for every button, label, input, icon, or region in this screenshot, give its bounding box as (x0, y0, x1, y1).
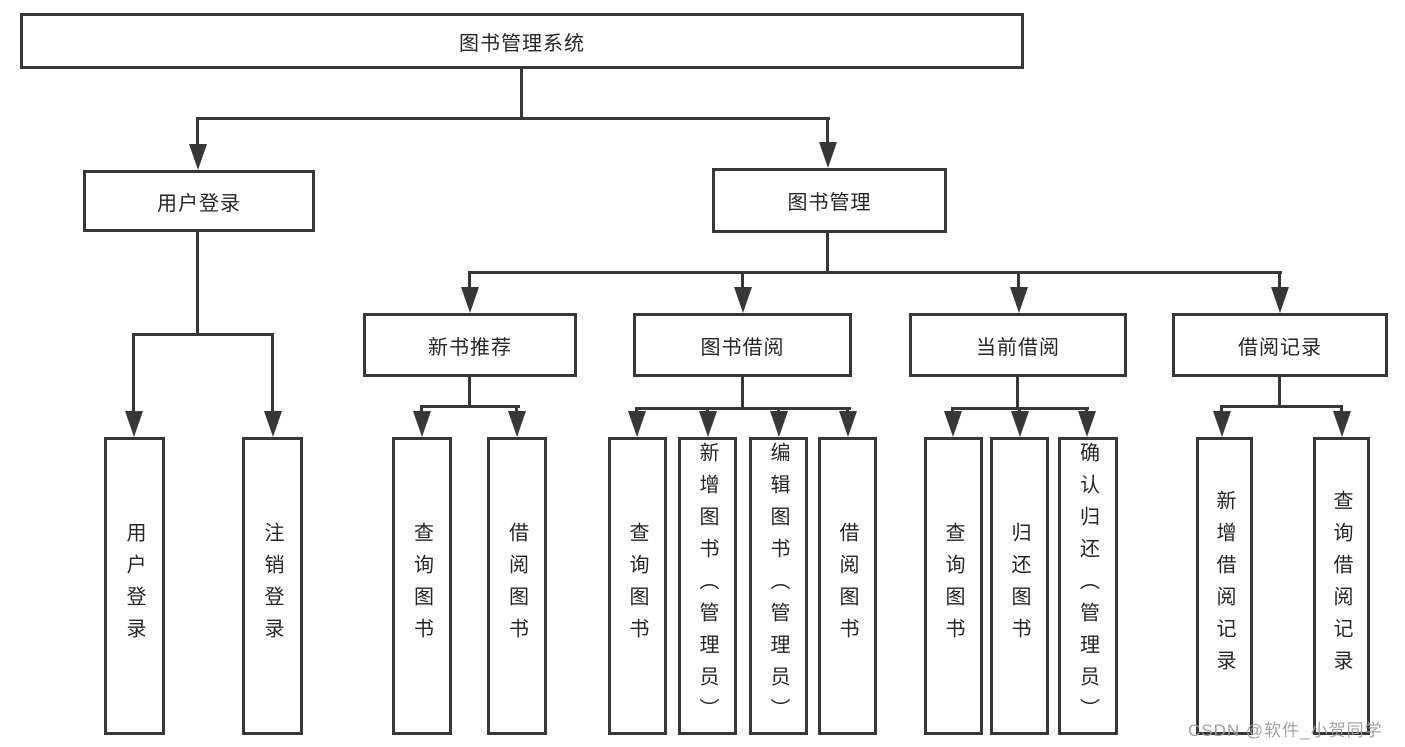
connector-to-borrow-records (1278, 271, 1281, 289)
arrowhead-down-icon (461, 287, 479, 313)
connector-to-leaf (777, 407, 780, 413)
connector-to-book-borrow (741, 271, 744, 289)
arrowhead-down-icon (1333, 411, 1351, 437)
arrowhead-down-icon (508, 411, 526, 437)
connector-to-leaf (706, 407, 709, 413)
connector-book-borrow-stem (741, 377, 744, 410)
leaf-search-books-borrow: 查询图书 (608, 437, 667, 735)
arrowhead-down-icon (1011, 411, 1029, 437)
arrowhead-down-icon (1078, 411, 1096, 437)
connector-to-leaf (271, 333, 274, 413)
node-root-library-system: 图书管理系统 (20, 13, 1024, 69)
leaf-search-borrow-record: 查询借阅记录 (1313, 437, 1370, 735)
connector-to-user-login (196, 117, 199, 147)
connector-to-leaf (1340, 405, 1343, 413)
connector-to-book-mgmt (826, 117, 829, 144)
connector-to-leaf (951, 407, 954, 413)
connector-root-branch (197, 117, 830, 120)
arrowhead-down-icon (819, 142, 837, 168)
arrowhead-down-icon (1271, 287, 1289, 313)
node-new-book-recommend: 新书推荐 (363, 313, 577, 377)
connector-to-leaf (1220, 405, 1223, 413)
connector-new-books-branch (421, 405, 520, 408)
connector-to-current-borrow (1017, 271, 1020, 289)
leaf-user-login: 用户登录 (104, 437, 165, 735)
connector-book-mgmt-branch (469, 271, 1282, 274)
connector-user-login-stem (196, 232, 199, 336)
connector-to-leaf (846, 407, 849, 413)
leaf-logout: 注销登录 (242, 437, 303, 735)
node-book-borrowing: 图书借阅 (633, 313, 852, 377)
leaf-add-borrow-record: 新增借阅记录 (1196, 437, 1253, 735)
arrowhead-down-icon (413, 411, 431, 437)
leaf-borrow-books-recommend: 借阅图书 (487, 437, 547, 735)
arrowhead-down-icon (1213, 411, 1231, 437)
connector-to-leaf (1018, 407, 1021, 413)
connector-borrow-records-stem (1278, 377, 1281, 408)
connector-current-borrow-stem (1016, 377, 1019, 410)
node-current-borrowing: 当前借阅 (909, 313, 1127, 377)
connector-user-login-branch (133, 333, 274, 336)
connector-root-stem (520, 68, 523, 118)
connector-book-mgmt-stem (826, 233, 829, 274)
arrowhead-down-icon (189, 144, 207, 170)
connector-to-leaf (515, 405, 518, 413)
arrowhead-down-icon (734, 287, 752, 313)
arrowhead-down-icon (125, 411, 143, 437)
arrowhead-down-icon (944, 411, 962, 437)
node-book-management: 图书管理 (712, 168, 947, 233)
csdn-watermark: CSDN @软件_小贺同学 (1188, 721, 1383, 740)
node-borrowing-records: 借阅记录 (1172, 313, 1388, 377)
connector-to-leaf (1085, 407, 1088, 413)
arrowhead-down-icon (839, 411, 857, 437)
leaf-edit-books-admin: 编辑图书（管理员） (749, 437, 808, 735)
leaf-search-books-recommend: 查询图书 (392, 437, 452, 735)
leaf-add-books-admin: 新增图书（管理员） (678, 437, 737, 735)
arrowhead-down-icon (699, 411, 717, 437)
connector-book-borrow-branch (636, 407, 851, 410)
node-user-login: 用户登录 (83, 170, 315, 232)
leaf-borrow-books: 借阅图书 (818, 437, 877, 735)
connector-to-leaf (635, 407, 638, 413)
arrowhead-down-icon (770, 411, 788, 437)
leaf-return-books: 归还图书 (990, 437, 1049, 735)
arrowhead-down-icon (264, 411, 282, 437)
connector-new-books-stem (468, 377, 471, 408)
arrowhead-down-icon (628, 411, 646, 437)
connector-borrow-records-branch (1221, 405, 1343, 408)
arrowhead-down-icon (1010, 287, 1028, 313)
leaf-search-books-current: 查询图书 (924, 437, 983, 735)
connector-to-leaf (132, 333, 135, 413)
leaf-confirm-return-admin: 确认归还（管理员） (1058, 437, 1118, 735)
connector-to-new-books (468, 271, 471, 289)
connector-to-leaf (420, 405, 423, 413)
